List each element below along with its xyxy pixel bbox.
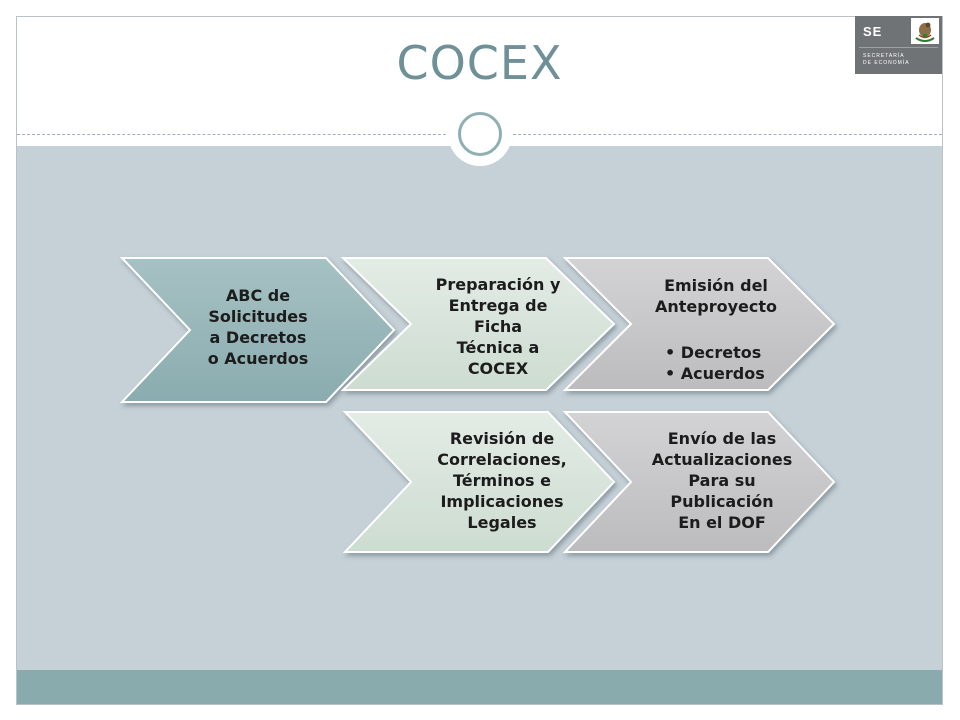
ring-ornament-inner xyxy=(458,112,502,156)
step-preparacion-label: Preparación y Entrega de Ficha Técnica a… xyxy=(435,275,561,378)
step-emision-items: Decretos Acuerdos xyxy=(665,342,765,384)
coat-of-arms-icon xyxy=(911,18,939,44)
footer-band xyxy=(17,670,942,704)
step-revision-label: Revisión de Correlaciones, Términos e Im… xyxy=(437,429,567,532)
logo-header: SE xyxy=(855,16,942,46)
content-area xyxy=(17,146,942,670)
step-abc-shape xyxy=(119,257,396,403)
list-item-decretos: Decretos xyxy=(665,342,765,363)
logo-abbrev: SE xyxy=(863,24,883,39)
slide-title: COCEX xyxy=(396,36,563,90)
step-emision-label: Emisión del Anteproyecto xyxy=(654,276,777,316)
step-envio-label: Envío de las Actualizaciones Para su Pub… xyxy=(651,429,793,532)
step-envio-shape xyxy=(562,411,836,553)
step-emision-shape xyxy=(562,257,836,391)
secretaria-economia-logo: SE SECRETARÍA DE ECONOMÍA xyxy=(855,16,942,74)
list-item-acuerdos: Acuerdos xyxy=(665,363,765,384)
step-preparacion-shape xyxy=(340,257,616,391)
logo-name: SECRETARÍA DE ECONOMÍA xyxy=(863,53,910,66)
step-revision-shape xyxy=(342,411,616,553)
step-abc-label: ABC de Solicitudes a Decretos o Acuerdos xyxy=(207,286,309,368)
logo-rule xyxy=(859,47,938,48)
